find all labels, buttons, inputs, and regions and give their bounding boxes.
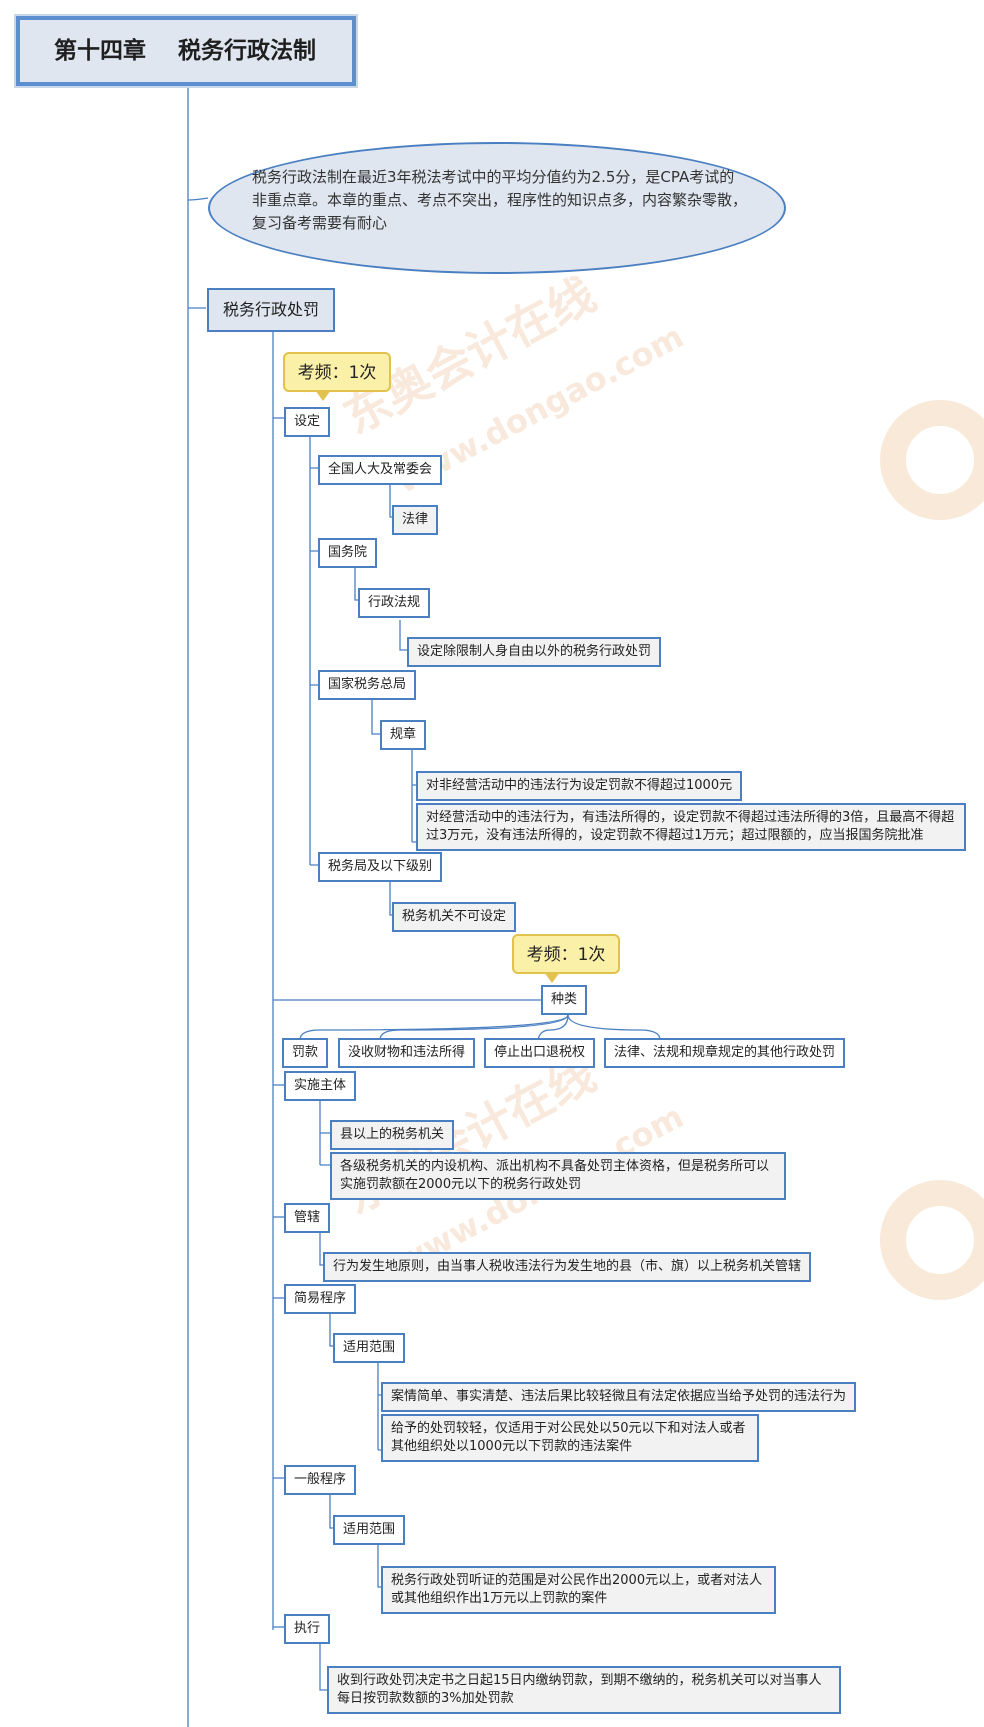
node-admin-regulations[interactable]: 行政法规: [358, 588, 431, 618]
node-jurisdiction[interactable]: 管辖: [284, 1203, 331, 1233]
node-execution-note[interactable]: 收到行政处罚决定书之日起15日内缴纳罚款，到期不缴纳的，税务机关可以对当事人每日…: [327, 1666, 841, 1714]
node-law[interactable]: 法律: [392, 505, 439, 535]
node-rules-note-nonbusiness[interactable]: 对非经营活动中的违法行为设定罚款不得超过1000元: [416, 771, 743, 801]
node-rules-note-business[interactable]: 对经营活动中的违法行为，有违法所得的，设定罚款不得超过违法所得的3倍，且最高不得…: [416, 803, 966, 851]
node-simple-scope[interactable]: 适用范围: [333, 1333, 406, 1363]
exam-frequency-callout: 考频：1次: [283, 352, 391, 401]
node-simple-scope-item-1[interactable]: 案情简单、事实清楚、违法后果比较轻微且有法定依据应当给予处罚的违法行为: [381, 1382, 857, 1412]
node-simple-scope-item-2[interactable]: 给予的处罚较轻，仅适用于对公民处以50元以下和对法人或者其他组织处以1000元以…: [381, 1414, 759, 1462]
node-enforcement-subject[interactable]: 实施主体: [284, 1071, 357, 1101]
exam-frequency-callout: 考频：1次: [512, 934, 620, 983]
node-sat[interactable]: 国家税务总局: [318, 670, 417, 700]
node-lower-bureaus[interactable]: 税务局及以下级别: [318, 852, 443, 882]
node-rules[interactable]: 规章: [380, 720, 427, 750]
branch-tax-admin-penalty[interactable]: 税务行政处罚: [207, 288, 336, 332]
node-types[interactable]: 种类: [541, 985, 588, 1015]
node-setting[interactable]: 设定: [284, 407, 331, 437]
node-execution[interactable]: 执行: [284, 1614, 331, 1644]
node-admin-regulations-note[interactable]: 设定除限制人身自由以外的税务行政处罚: [407, 637, 662, 667]
node-subject-note[interactable]: 各级税务机关的内设机构、派出机构不具备处罚主体资格，但是税务所可以实施罚款额在2…: [330, 1152, 786, 1200]
node-general-scope[interactable]: 适用范围: [333, 1515, 406, 1545]
chapter-intro-bubble[interactable]: 税务行政法制在最近3年税法考试中的平均分值约为2.5分，是CPA考试的非重点章。…: [208, 142, 786, 274]
node-npc[interactable]: 全国人大及常委会: [318, 455, 443, 485]
node-subject-county[interactable]: 县以上的税务机关: [330, 1120, 455, 1150]
node-state-council[interactable]: 国务院: [318, 538, 378, 568]
chapter-title[interactable]: 第十四章 税务行政法制: [16, 16, 356, 86]
node-simple-procedure[interactable]: 简易程序: [284, 1284, 357, 1314]
type-item[interactable]: 停止出口退税权: [484, 1038, 596, 1068]
node-jurisdiction-note[interactable]: 行为发生地原则，由当事人税收违法行为发生地的县（市、旗）以上税务机关管辖: [323, 1252, 812, 1282]
type-item[interactable]: 罚款: [282, 1038, 329, 1068]
node-general-procedure[interactable]: 一般程序: [284, 1465, 357, 1495]
node-lower-bureaus-note[interactable]: 税务机关不可设定: [392, 902, 517, 932]
type-item[interactable]: 没收财物和违法所得: [338, 1038, 476, 1068]
type-item[interactable]: 法律、法规和规章规定的其他行政处罚: [604, 1038, 846, 1068]
node-general-scope-item[interactable]: 税务行政处罚听证的范围是对公民作出2000元以上，或者对法人或其他组织作出1万元…: [381, 1566, 776, 1614]
